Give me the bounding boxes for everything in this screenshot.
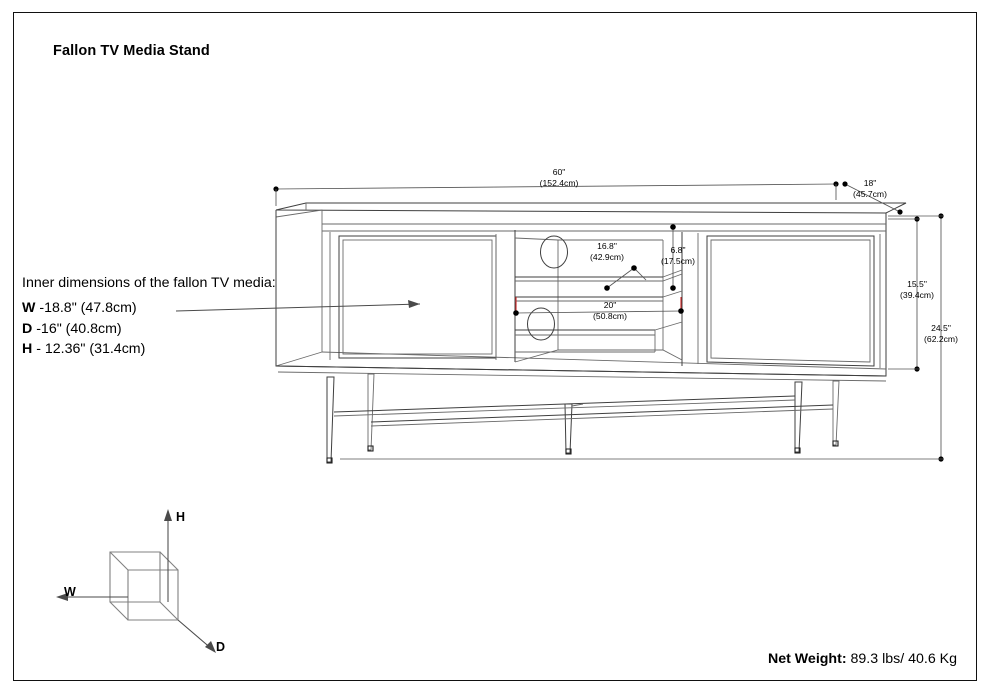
inner-dimensions-block: Inner dimensions of the fallon TV media:…	[22, 275, 322, 360]
dimension-label-overall-width-in: 60"	[552, 167, 566, 177]
net-weight-value: 89.3 lbs/ 40.6 Kg	[850, 651, 957, 667]
inner-dimension-row-h: H - 12.36" (31.4cm)	[22, 339, 322, 360]
left-cabinet-body	[329, 232, 497, 360]
left-cabinet-door[interactable]	[338, 235, 497, 359]
dimension-label-total-height-cm: (62.2cm)	[924, 333, 958, 344]
dimension-label-shelf-height-cm: (17.5cm)	[661, 255, 695, 266]
leg-back-left	[367, 373, 375, 452]
dimension-label-total-height-in: 24.5"	[931, 323, 951, 333]
dimension-label-overall-width: 60" (152.4cm)	[524, 167, 594, 188]
dimension-label-shelf-width-in: 16.8"	[597, 241, 617, 251]
drawer-pull-lower[interactable]	[527, 307, 555, 341]
dimension-label-opening-width-cm: (50.8cm)	[593, 310, 627, 321]
axis-label-width: W	[64, 585, 76, 599]
axis-label-height: H	[176, 510, 186, 524]
inner-dimension-row-d: D -16" (40.8cm)	[22, 319, 322, 340]
right-cabinet-body	[697, 233, 881, 368]
leg-front-center	[564, 403, 573, 455]
inner-dimension-key-d: D	[22, 320, 33, 337]
dimension-shelf-width-leader	[604, 265, 647, 291]
axis-arrow-depth	[177, 619, 216, 653]
dimension-shelf-height	[670, 224, 676, 291]
leg-front-left	[326, 376, 335, 464]
inner-dimension-value-w: -18.8" (47.8cm)	[39, 300, 137, 316]
leg-front-right	[794, 381, 803, 454]
drawer-pull-upper[interactable]	[540, 235, 568, 269]
page-title: Fallon TV Media Stand	[53, 43, 210, 59]
inner-dimension-key-h: H	[22, 341, 33, 357]
net-weight-label: Net Weight:	[768, 651, 847, 667]
inner-dimension-row-w: W -18.8" (47.8cm)	[22, 298, 322, 319]
cabinet-bottom-rail	[275, 365, 887, 382]
center-compartment	[514, 230, 683, 366]
inner-dimension-leader	[175, 300, 421, 312]
dimension-label-shelf-height-in: 6.8"	[670, 245, 686, 255]
cabinet-top-surface	[275, 202, 907, 369]
dimension-label-opening-width: 20" (50.8cm)	[581, 300, 639, 321]
dimension-label-cabinet-height: 15.5" (39.4cm)	[888, 279, 946, 300]
page-border	[13, 12, 977, 681]
dimension-label-shelf-width: 16.8" (42.9cm)	[578, 241, 636, 262]
dimension-label-shelf-width-cm: (42.9cm)	[590, 251, 624, 262]
inner-dimensions-heading: Inner dimensions of the fallon TV media:	[22, 275, 276, 291]
dimension-cabinet-height	[888, 216, 920, 372]
dimension-overall-depth	[842, 181, 903, 215]
dimension-opening-width	[513, 308, 684, 316]
dimension-total-height	[340, 213, 944, 462]
cabinet-front-frame	[275, 210, 887, 377]
dimension-label-overall-depth-in: 18"	[863, 178, 877, 188]
dimension-overall-width	[273, 181, 839, 206]
dimension-label-cabinet-height-in: 15.5"	[907, 279, 927, 289]
axis-arrow-width	[56, 593, 128, 601]
axis-label-depth: D	[216, 640, 226, 654]
right-cabinet-door[interactable]	[706, 235, 875, 367]
dimension-label-cabinet-height-cm: (39.4cm)	[900, 289, 934, 300]
dimension-label-opening-width-in: 20"	[603, 300, 617, 310]
dimension-label-overall-depth-cm: (45.7cm)	[853, 188, 887, 199]
net-weight: Net Weight: 89.3 lbs/ 40.6 Kg	[768, 651, 957, 667]
inner-dimension-value-h: - 12.36" (31.4cm)	[36, 341, 146, 357]
dimension-label-overall-depth: 18" (45.7cm)	[842, 178, 898, 199]
inner-dimension-key-w: W	[22, 300, 36, 316]
dimension-label-overall-width-cm: (152.4cm)	[539, 177, 579, 188]
axis-arrow-height	[164, 509, 172, 602]
leg-stretchers	[333, 395, 834, 427]
dimension-label-total-height: 24.5" (62.2cm)	[912, 323, 970, 344]
leg-back-right	[832, 380, 840, 447]
inner-dimension-value-d: -16" (40.8cm)	[36, 320, 122, 337]
dimension-label-shelf-height: 6.8" (17.5cm)	[650, 245, 706, 266]
